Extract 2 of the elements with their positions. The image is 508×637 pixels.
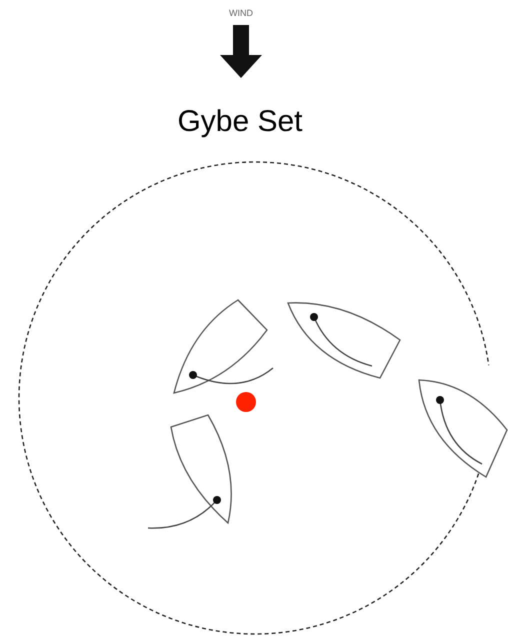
wind-label: WIND <box>228 9 254 18</box>
title: Gybe Set <box>176 104 304 140</box>
